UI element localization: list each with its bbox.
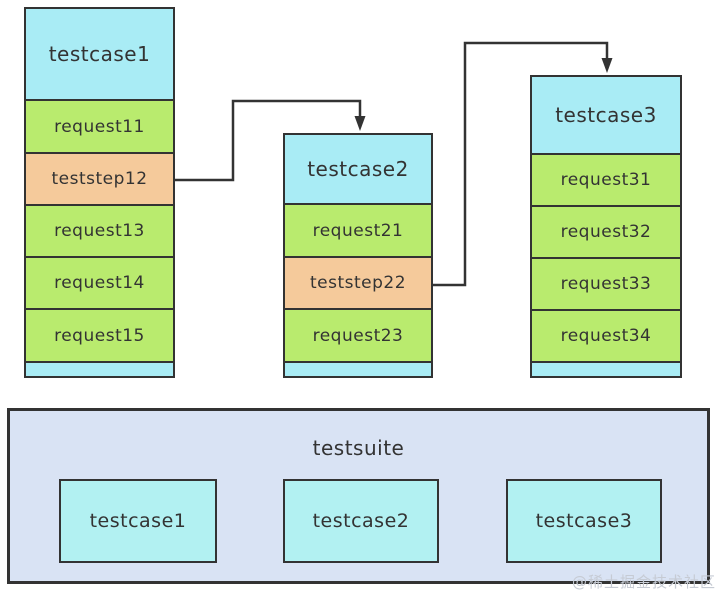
testcase3-header: testcase3 bbox=[532, 77, 680, 155]
suite-item-testcase1: testcase1 bbox=[59, 479, 217, 563]
row-request32: request32 bbox=[532, 207, 680, 259]
row-request11: request11 bbox=[26, 101, 173, 154]
suite-item-testcase3: testcase3 bbox=[506, 479, 662, 563]
testcase1-title: testcase1 bbox=[48, 42, 151, 66]
empty-slot bbox=[532, 363, 680, 376]
row-label: request31 bbox=[560, 170, 652, 190]
row-label: request21 bbox=[312, 220, 404, 241]
suite-item-label: testcase1 bbox=[89, 510, 187, 532]
row-label: request33 bbox=[560, 274, 652, 294]
testcase3-stack: testcase3 request31 request32 request33 … bbox=[530, 75, 682, 378]
row-teststep22: teststep22 bbox=[285, 258, 431, 310]
testcase2-stack: testcase2 request21 teststep22 request23 bbox=[283, 133, 433, 378]
testcase2-header: testcase2 bbox=[285, 135, 431, 205]
row-request23: request23 bbox=[285, 310, 431, 363]
row-label: request11 bbox=[54, 116, 145, 137]
row-request15: request15 bbox=[26, 310, 173, 363]
testcase3-title: testcase3 bbox=[555, 103, 657, 127]
arrowhead-testcase3 bbox=[601, 58, 613, 73]
row-label: teststep22 bbox=[309, 273, 407, 293]
testcase1-stack: testcase1 request11 teststep12 request13… bbox=[24, 7, 175, 378]
empty-slot bbox=[285, 363, 431, 376]
row-label: request14 bbox=[54, 273, 145, 293]
row-request13: request13 bbox=[26, 206, 173, 258]
testcase2-title: testcase2 bbox=[307, 157, 409, 181]
row-request14: request14 bbox=[26, 258, 173, 310]
row-request31: request31 bbox=[532, 155, 680, 207]
row-request21: request21 bbox=[285, 205, 431, 258]
row-label: request32 bbox=[560, 222, 652, 242]
row-request34: request34 bbox=[532, 311, 680, 363]
testsuite-box: testsuite testcase1 testcase2 testcase3 bbox=[7, 408, 710, 584]
row-label: request13 bbox=[54, 221, 145, 241]
row-label: request23 bbox=[312, 325, 404, 346]
testsuite-title: testsuite bbox=[312, 436, 405, 460]
watermark: @稀土掘金技术社区 bbox=[571, 573, 716, 591]
row-label: request34 bbox=[560, 326, 652, 346]
row-label: teststep12 bbox=[51, 169, 148, 189]
arrowhead-testcase2 bbox=[354, 116, 366, 131]
row-label: request15 bbox=[54, 325, 145, 346]
suite-item-testcase2: testcase2 bbox=[283, 479, 439, 563]
empty-slot bbox=[26, 363, 173, 376]
row-teststep12: teststep12 bbox=[26, 154, 173, 206]
row-request33: request33 bbox=[532, 259, 680, 311]
suite-item-label: testcase2 bbox=[312, 510, 410, 532]
testcase1-header: testcase1 bbox=[26, 9, 173, 101]
suite-item-label: testcase3 bbox=[535, 510, 633, 532]
